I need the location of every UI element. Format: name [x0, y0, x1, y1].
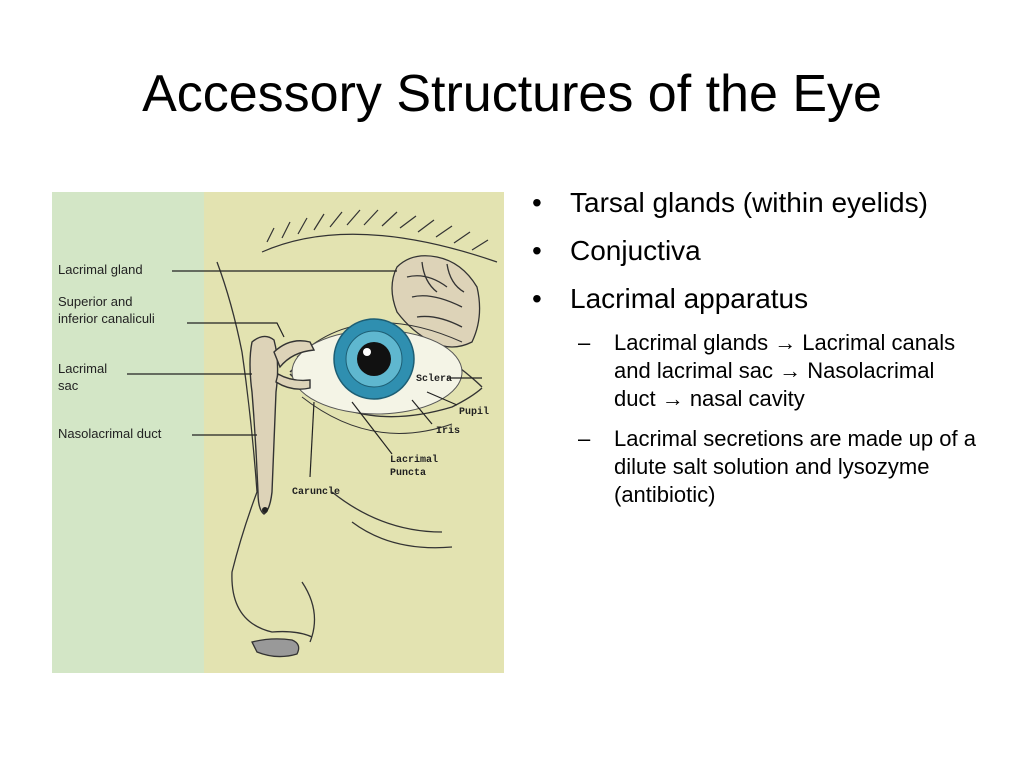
figure-left-panel [52, 192, 204, 673]
label-sclera: Sclera [416, 373, 452, 385]
right-arrow-icon: → [779, 358, 802, 383]
text-segment: Lacrimal canals and lacrimal sac [614, 330, 956, 383]
pupil-drawing [357, 342, 391, 376]
text-segment: Lacrimal glands [614, 330, 775, 355]
bullet-mark: • [532, 187, 542, 218]
eyebrow-drawing [261, 209, 498, 263]
lacrimal-gland-drawing [391, 255, 481, 348]
duct-opening [262, 507, 268, 513]
lacrimal-duct-drawing [249, 335, 316, 515]
label-canaliculi-1: Superior and [58, 294, 132, 309]
label-lacrimal-gland: Lacrimal gland [58, 262, 143, 277]
label-canaliculi-2: inferior canaliculi [58, 311, 155, 326]
bullet-mark: • [532, 235, 542, 266]
sub-bullet-text: Lacrimal glands → Lacrimal canals and la… [614, 330, 955, 411]
pupil-highlight [363, 348, 371, 356]
label-puncta-1: Lacrimal [390, 454, 438, 466]
label-lacrimal-sac-2: sac [58, 378, 79, 393]
leader-lines [127, 270, 482, 478]
bullet-text: Tarsal glands (within eyelids) [570, 187, 928, 218]
bullet-item: • Tarsal glands (within eyelids) [532, 185, 982, 220]
slide-title: Accessory Structures of the Eye [142, 65, 882, 123]
label-nasolacrimal-duct: Nasolacrimal duct [58, 426, 162, 441]
text-segment: nasal cavity [683, 386, 805, 411]
bullet-item: • Conjuctiva [532, 233, 982, 268]
bullet-list: • Tarsal glands (within eyelids) • Conju… [532, 185, 982, 521]
label-iris: Iris [436, 425, 460, 437]
sub-bullet-text: Lacrimal secretions are made up of a dil… [614, 426, 976, 507]
right-arrow-icon: → [774, 330, 797, 355]
bullet-item: • Lacrimal apparatus [532, 281, 982, 316]
eye-anatomy-illustration: Lacrimal gland Superior and inferior can… [52, 192, 504, 673]
label-pupil: Pupil [459, 406, 489, 418]
label-puncta-2: Puncta [390, 468, 426, 479]
eye-anatomy-figure: Lacrimal gland Superior and inferior can… [52, 192, 504, 673]
sub-bullet-item: – Lacrimal secretions are made up of a d… [532, 425, 982, 509]
bullet-text: Conjuctiva [570, 235, 701, 266]
bullet-mark: • [532, 283, 542, 314]
text-segment: Nasolacrimal duct [614, 358, 935, 411]
face-outline [216, 261, 453, 658]
right-arrow-icon: → [661, 386, 684, 411]
label-caruncle: Caruncle [292, 486, 340, 498]
bullet-text: Lacrimal apparatus [570, 283, 809, 314]
dash-mark: – [578, 426, 591, 451]
label-lacrimal-sac-1: Lacrimal [58, 361, 107, 376]
sub-bullet-item: – Lacrimal glands → Lacrimal canals and … [532, 329, 982, 413]
dash-mark: – [578, 330, 591, 355]
